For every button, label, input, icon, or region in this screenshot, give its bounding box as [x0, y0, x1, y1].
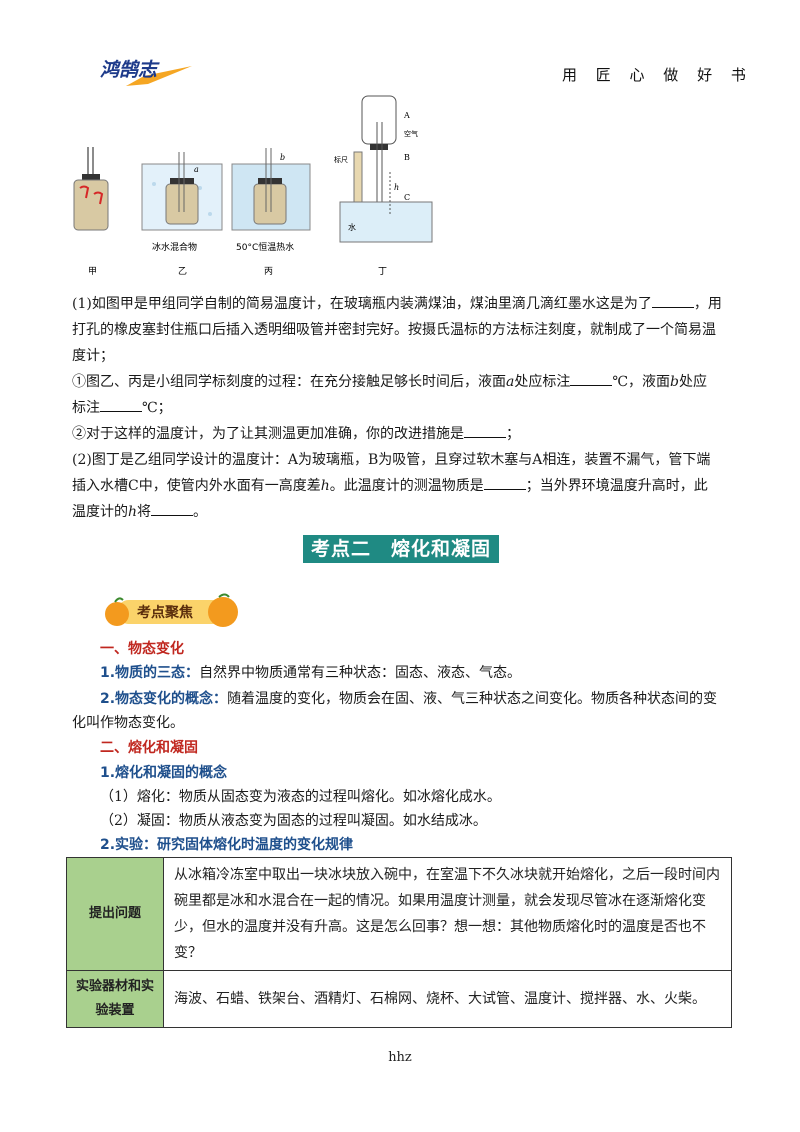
answer-blank — [151, 501, 194, 516]
q1-line2: 打孔的橡皮塞封住瓶口后插入透明细吸管并密封完好。按摄氏温标的方法标注刻度，就制成… — [72, 322, 716, 338]
question-block: (1)如图甲是甲组同学自制的简易温度计，在玻璃瓶内装满煤油，煤油里滴几滴红墨水这… — [72, 291, 732, 525]
q2-line3: 温度计的h将。 — [72, 499, 732, 525]
publisher-logo: 鸿鹄志 — [100, 59, 192, 86]
q2-line1: (2)图丁是乙组同学设计的温度计：A为玻璃瓶，B为吸管，且穿过软木塞与A相连，装… — [72, 452, 711, 468]
logo-text: 鸿鹄志 — [100, 59, 160, 81]
experiment-table: 提出问题 从冰箱冷冻室中取出一块冰块放入碗中，在室温下不久冰块就开始熔化，之后一… — [66, 857, 732, 1028]
row-head-question: 提出问题 — [66, 857, 164, 971]
marker-B: B — [404, 153, 410, 162]
sublabel-ice-water: 冰水混合物 — [152, 241, 197, 253]
answer-blank — [100, 397, 142, 412]
row-text-equipment: 海波、石蜡、铁架台、酒精灯、石棉网、烧杯、大试管、温度计、搅拌器、水、火柴。 — [163, 970, 732, 1028]
marker-b: b — [280, 153, 285, 162]
heading-melting-freezing: 二、熔化和凝固 — [100, 740, 198, 756]
row-head-equipment: 实验器材和实验装置 — [66, 970, 164, 1028]
row-text-question: 从冰箱冷冻室中取出一块冰块放入碗中，在室温下不久冰块就开始熔化，之后一段时间内碗… — [163, 857, 732, 971]
caption-ding: 丁 — [378, 267, 387, 277]
orange-icon — [105, 602, 129, 626]
q2-line2: 插入水槽C中，使管内外水面有一高度差h。此温度计的测温物质是；当外界环境温度升高… — [72, 473, 732, 499]
q1b-line: ②对于这样的温度计，为了让其测温更加准确，你的改进措施是； — [72, 421, 732, 447]
heading-state-change: 一、物态变化 — [100, 641, 184, 657]
bottle-jia — [73, 147, 109, 231]
item-change-concept-cont: 化叫作物态变化。 — [72, 715, 184, 731]
orange-icon — [208, 597, 238, 627]
section-title: 考点二 熔化和凝固 — [303, 535, 500, 563]
marker-ruler: 标尺 — [334, 155, 348, 164]
page-footer: hhz — [388, 1050, 412, 1065]
caption-yi: 乙 — [178, 266, 187, 277]
answer-blank — [483, 475, 526, 490]
caption-jia: 甲 — [88, 266, 97, 277]
q1a-line1: ①图乙、丙是小组同学标刻度的过程：在充分接触足够长时间后，液面a处应标注℃，液面… — [72, 369, 732, 395]
answer-blank — [651, 293, 694, 308]
answer-blank — [464, 423, 506, 438]
beaker-bing: b — [231, 148, 311, 231]
marker-C: C — [404, 193, 410, 202]
caption-bing: 丙 — [264, 266, 273, 277]
q1-line1: (1)如图甲是甲组同学自制的简易温度计，在玻璃瓶内装满煤油，煤油里滴几滴红墨水这… — [72, 291, 732, 317]
focus-badge: 考点聚焦 — [105, 593, 238, 627]
marker-h: h — [394, 183, 399, 192]
subheading-concepts: 1.熔化和凝固的概念 — [100, 765, 228, 781]
marker-A: A — [403, 111, 410, 120]
q1a-line2: 标注℃； — [72, 395, 732, 421]
subheading-experiment: 2.实验：研究固体熔化时温度的变化规律 — [100, 837, 354, 853]
marker-water: 水 — [348, 222, 356, 232]
beaker-yi: a — [141, 152, 223, 231]
marker-air: 空气 — [404, 129, 418, 138]
header-slogan: 用 匠 心 做 好 书 — [562, 66, 753, 84]
sublabel-hot-water: 50°C恒温热水 — [236, 241, 294, 253]
table-row: 提出问题 从冰箱冷冻室中取出一块冰块放入碗中，在室温下不久冰块就开始熔化，之后一… — [66, 857, 732, 971]
table-row: 实验器材和实验装置 海波、石蜡、铁架台、酒精灯、石棉网、烧杯、大试管、温度计、搅… — [66, 970, 732, 1028]
freezing-def: （2）凝固：物质从液态变为固态的过程叫凝固。如水结成冰。 — [100, 813, 487, 829]
badge-text: 考点聚焦 — [137, 604, 193, 621]
marker-a: a — [194, 165, 199, 174]
q1-line3: 度计； — [72, 348, 114, 364]
apparatus-ding: A 空气 B h C 标尺 水 — [334, 95, 433, 243]
item-change-concept: 2.物态变化的概念：随着温度的变化，物质会在固、液、气三种状态之间变化。物质各种… — [100, 691, 718, 707]
item-three-states: 1.物质的三态：自然界中物质通常有三种状态：固态、液态、气态。 — [100, 665, 522, 681]
answer-blank — [570, 371, 613, 386]
melting-def: （1）熔化：物质从固态变为液态的过程叫熔化。如冰熔化成水。 — [100, 789, 501, 805]
thermometer-figure: a b A 空气 B h C 标尺 水 冰水混合物 50°C恒温热水 甲 乙 丙… — [73, 95, 433, 277]
